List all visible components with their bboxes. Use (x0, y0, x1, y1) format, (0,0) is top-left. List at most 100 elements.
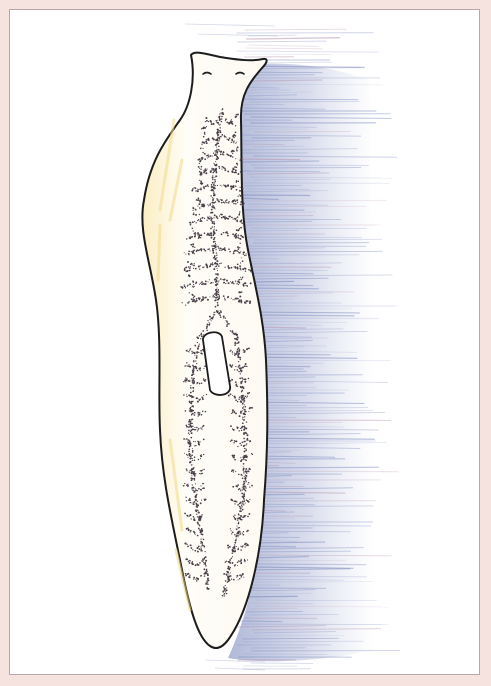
gut-stipple-dot (200, 301, 201, 302)
gut-stipple-dot (236, 528, 238, 530)
gut-stipple-dot (215, 181, 216, 182)
gut-stipple-dot (194, 286, 195, 287)
gut-stipple-dot (228, 561, 230, 563)
pencil-stroke (242, 624, 387, 625)
gut-stipple-dot (215, 262, 216, 263)
gut-stipple-dot (247, 470, 248, 471)
gut-stipple-dot (214, 226, 215, 227)
gut-stipple-dot (185, 377, 187, 379)
gut-stipple-dot (246, 366, 247, 367)
gut-stipple-dot (197, 429, 198, 430)
gut-stipple-dot (219, 116, 220, 117)
gut-stipple-dot (214, 185, 215, 186)
pencil-stroke (244, 219, 341, 220)
gut-stipple-dot (236, 170, 237, 171)
gut-stipple-dot (227, 578, 229, 580)
gut-stipple-dot (219, 215, 220, 216)
gut-stipple-dot (197, 547, 199, 549)
gut-stipple-dot (241, 381, 243, 383)
gut-stipple-dot (199, 548, 201, 550)
gut-stipple-dot (215, 244, 216, 245)
gut-stipple-dot (193, 502, 194, 503)
gut-stipple-dot (218, 146, 220, 148)
gut-stipple-dot (189, 267, 191, 269)
gut-stipple-dot (216, 260, 218, 262)
gut-stipple-dot (244, 459, 245, 460)
gut-stipple-dot (220, 310, 221, 311)
gut-stipple-dot (190, 421, 192, 423)
gut-stipple-dot (238, 371, 240, 373)
gut-stipple-dot (233, 253, 235, 255)
gut-stipple-dot (203, 148, 204, 149)
gut-stipple-dot (194, 263, 195, 264)
gut-stipple-dot (229, 137, 231, 139)
gut-stipple-dot (214, 294, 215, 295)
gut-stipple-dot (237, 336, 239, 338)
gut-stipple-dot (198, 512, 200, 514)
pencil-stroke (249, 291, 355, 292)
gut-stipple-dot (200, 550, 202, 552)
gut-stipple-dot (190, 425, 191, 426)
gut-stipple-dot (227, 184, 229, 186)
gut-stipple-dot (241, 222, 242, 223)
gut-stipple-dot (241, 576, 243, 578)
gut-stipple-dot (217, 199, 218, 200)
gut-stipple-dot (201, 283, 203, 285)
gut-stipple-dot (186, 238, 187, 239)
gut-stipple-dot (203, 395, 204, 396)
gut-stipple-dot (196, 357, 198, 359)
gut-stipple-dot (195, 483, 196, 484)
gut-stipple-dot (227, 218, 229, 220)
gut-stipple-dot (201, 250, 202, 251)
gut-stipple-dot (207, 578, 209, 580)
gut-stipple-dot (196, 504, 198, 506)
pencil-stroke (245, 618, 317, 619)
gut-stipple-dot (186, 267, 188, 269)
gut-stipple-dot (239, 247, 240, 248)
gut-stipple-dot (208, 121, 209, 122)
gut-stipple-dot (242, 222, 244, 224)
gut-stipple-dot (239, 211, 240, 212)
gut-stipple-dot (232, 547, 234, 549)
gut-stipple-dot (238, 361, 239, 362)
gut-stipple-dot (238, 547, 239, 548)
gut-stipple-dot (191, 377, 192, 378)
gut-stipple-dot (208, 248, 210, 250)
gut-stipple-dot (204, 500, 206, 502)
gut-stipple-dot (207, 320, 208, 321)
gut-stipple-dot (230, 122, 231, 123)
gut-stipple-dot (247, 559, 248, 560)
gut-stipple-dot (230, 366, 231, 367)
gut-stipple-dot (218, 166, 219, 167)
gut-stipple-dot (191, 489, 192, 490)
gut-stipple-dot (187, 546, 189, 548)
gut-stipple-dot (192, 489, 194, 491)
gut-stipple-dot (194, 187, 195, 188)
gut-stipple-dot (215, 241, 216, 242)
gut-stipple-dot (238, 398, 240, 400)
gut-stipple-dot (190, 392, 192, 394)
gut-stipple-dot (200, 248, 202, 250)
gut-stipple-dot (212, 262, 213, 263)
gut-stipple-dot (182, 302, 183, 303)
gut-stipple-dot (213, 186, 214, 187)
gut-stipple-dot (217, 159, 218, 160)
gut-stipple-dot (226, 587, 227, 588)
gut-stipple-dot (197, 232, 199, 234)
gut-stipple-dot (236, 533, 237, 534)
gut-stipple-dot (193, 212, 194, 213)
gut-stipple-dot (200, 517, 202, 519)
pencil-stroke (254, 281, 294, 282)
gut-stipple-dot (235, 235, 236, 236)
gut-stipple-dot (233, 579, 235, 581)
gut-stipple-dot (243, 409, 244, 410)
gut-stipple-dot (234, 503, 235, 504)
gut-stipple-dot (197, 551, 199, 553)
gut-stipple-dot (242, 188, 244, 190)
gut-stipple-dot (246, 450, 247, 451)
gut-stipple-dot (216, 266, 218, 268)
gut-stipple-dot (220, 214, 221, 215)
gut-stipple-dot (235, 440, 237, 442)
gut-stipple-dot (213, 153, 214, 154)
gut-stipple-dot (241, 427, 243, 429)
